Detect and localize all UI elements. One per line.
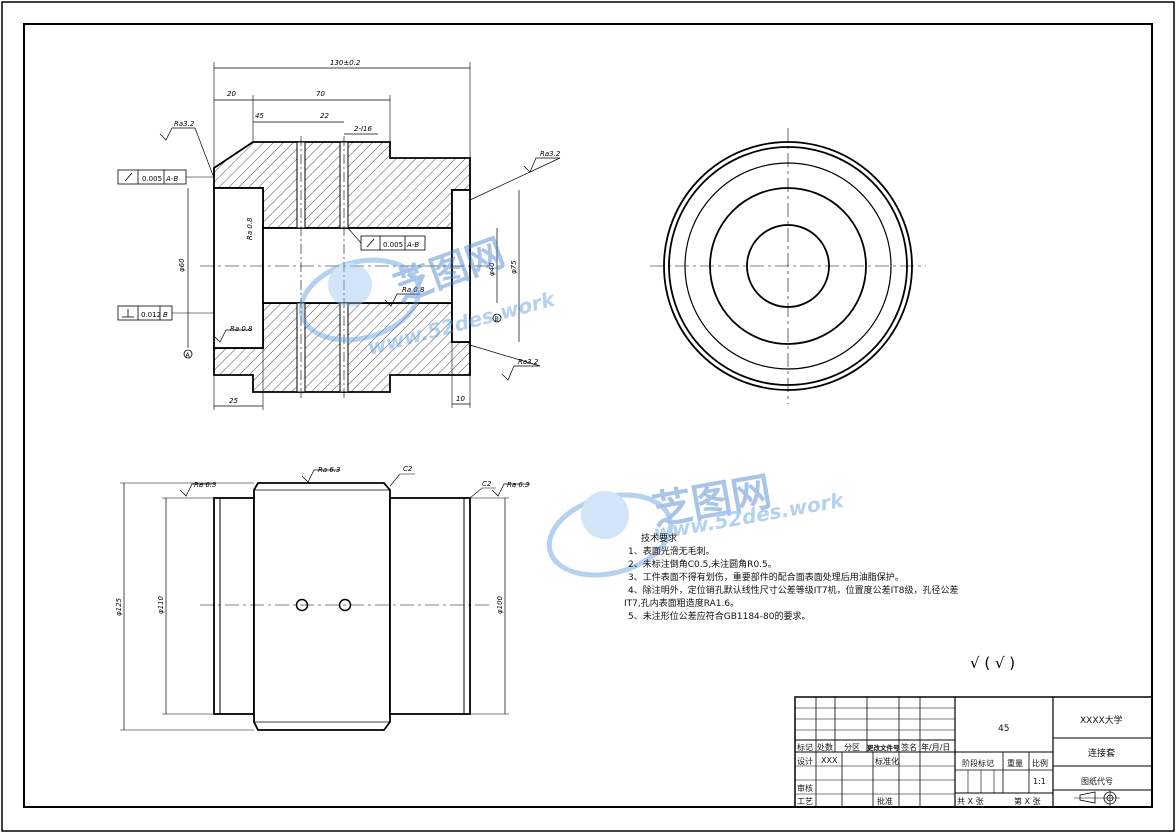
tb-process: 工艺 (797, 797, 813, 806)
roughness-symbol: √ ( √ ) (970, 654, 1015, 672)
tb-design-name: XXX (821, 756, 838, 765)
ra-2: Ra3.2 (540, 150, 561, 158)
ra-1: Ra3.2 (174, 120, 195, 128)
tb-material: 45 (998, 724, 1010, 734)
tb-ratio: 比例 (1032, 759, 1048, 768)
note-line-1: 1、表面光滑无毛刺。 (628, 547, 715, 557)
ra-b1: Ra 6.3 (194, 481, 217, 489)
dim-22: 22 (320, 112, 329, 120)
ra-6: Ra3.2 (518, 358, 539, 366)
tol3-datum: B (163, 311, 168, 319)
note-line-2: 2、未标注倒角C0.5,未注圆角R0.5。 (628, 560, 777, 570)
note-line-3: 3、工件表面不得有划伤，重要部件的配合面表面处理后用油脂保护。 (628, 573, 904, 583)
tb-school: XXXX大学 (1080, 716, 1123, 726)
tol1-datum: A-B (165, 175, 178, 183)
ra-4: Ra 0.8 (402, 286, 425, 294)
tb-part-name: 连接套 (1088, 749, 1116, 759)
dim-25: 25 (229, 397, 238, 405)
dim-overall: 130±0.2 (330, 59, 361, 67)
tb-date: 年/月/日 (921, 743, 951, 752)
tb-approve: 批准 (877, 797, 893, 806)
datum-a: A (186, 352, 191, 359)
dim-dia-left: φ60 (178, 258, 186, 272)
note-line-5: IT7,孔内表面粗造度RA1.6。 (624, 599, 740, 609)
tb-sign: 签名 (901, 743, 917, 752)
tb-mark: 标记 (797, 743, 813, 752)
dim-70: 70 (316, 90, 325, 98)
dim-10: 10 (456, 395, 465, 403)
inner-border (23, 23, 1153, 808)
tb-scale: 1:1 (1033, 777, 1046, 786)
chamfer-2: C2 (482, 480, 492, 488)
tb-drawing-code: 图纸代号 (1081, 777, 1113, 786)
ra-3: Ra 0.8 (246, 217, 254, 240)
ra-b2: Ra 6.3 (318, 466, 341, 474)
dim-holes: 2-Ⅰ16 (354, 125, 372, 133)
tb-doc: 更改文件号 (867, 744, 900, 752)
tb-total: 共 X 张 (957, 797, 984, 806)
tb-weight: 重量 (1007, 759, 1023, 768)
tb-zone: 分区 (844, 743, 860, 752)
chamfer-1: C2 (403, 465, 413, 473)
tb-review: 审核 (797, 784, 813, 793)
front-section-view: 130±0.2 20 70 45 22 2-Ⅰ16 25 10 φ60 φ40 … (117, 59, 561, 410)
dim-110: φ110 (157, 595, 165, 614)
dim-100: φ100 (496, 595, 504, 614)
tol3-value: 0.012 (141, 311, 161, 319)
note-line-4: 4、除注明外，定位销孔默认线性尺寸公差等级IT7机，位置度公差IT8级，孔径公差 (628, 586, 959, 596)
dim-dia-r2: φ75 (510, 260, 518, 274)
dim-45: 45 (255, 112, 264, 120)
notes-title: 技术要求 (641, 534, 678, 544)
exterior-view: φ125 φ110 φ100 Ra 6.3 Ra 6.3 Ra 6.3 C2 C… (115, 465, 530, 731)
dim-dia-r1: φ40 (488, 262, 496, 276)
technical-notes: 技术要求 1、表面光滑无毛刺。 2、未标注倒角C0.5,未注圆角R0.5。 3、… (624, 533, 1008, 624)
tb-count: 处数 (817, 743, 833, 752)
tol1-value: 0.005 (142, 175, 162, 183)
ra-b3: Ra 6.3 (507, 481, 530, 489)
end-view (650, 128, 926, 404)
tb-design: 设计 (797, 757, 813, 766)
tb-standard: 标准化 (875, 757, 899, 766)
tb-sheet: 第 X 张 (1014, 797, 1041, 806)
dim-125: φ125 (115, 597, 123, 616)
note-line-6: 5、未注形位公差应符合GB1184-80的要求。 (628, 612, 811, 622)
dim-20: 20 (227, 90, 236, 98)
tol2-datum: A-B (406, 241, 419, 249)
tol2-value: 0.005 (383, 241, 403, 249)
tb-stage: 阶段标记 (962, 759, 994, 768)
datum-b: B (495, 316, 499, 323)
title-block (794, 696, 1153, 808)
ra-5: Ra 0.8 (230, 325, 253, 333)
